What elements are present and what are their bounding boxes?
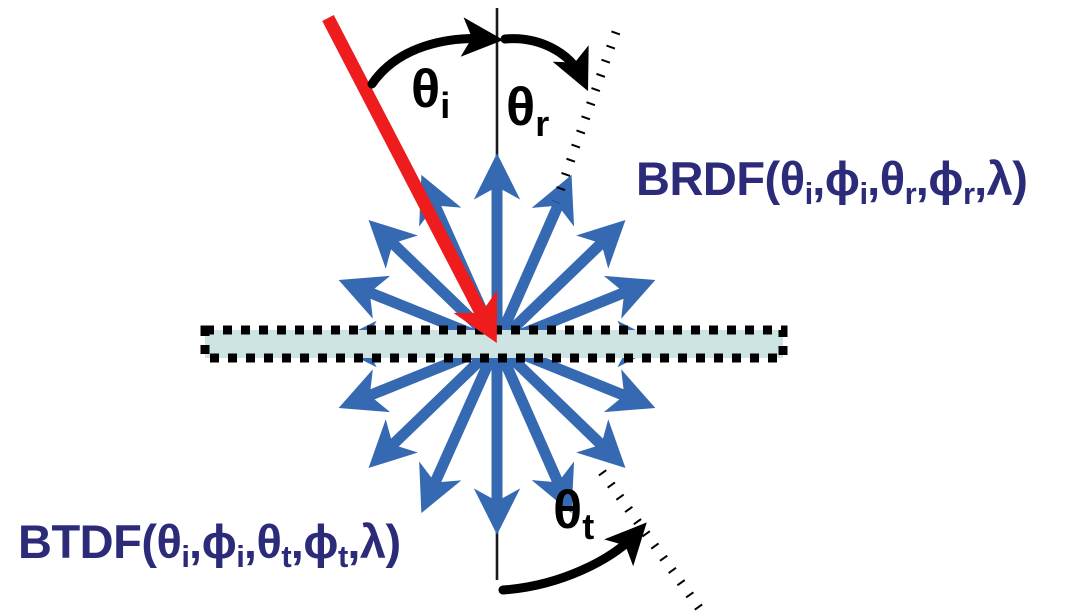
theta-r-label: θr bbox=[506, 77, 549, 142]
btdf-arg-phi-i: ϕi, bbox=[201, 515, 257, 574]
btdf-arg-theta-t: θt, bbox=[256, 515, 304, 574]
theta-t-label: θt bbox=[553, 480, 594, 545]
specular-reflection-dotted-line bbox=[551, 30, 621, 204]
surface-slab bbox=[200, 325, 788, 363]
scatter-arrow-transmitted bbox=[419, 341, 503, 514]
btdf-arg-theta-i: θi, bbox=[156, 515, 202, 574]
brdf-function-label: BRDF(θi,ϕi,θr,ϕr,λ) bbox=[636, 152, 1028, 211]
theta-t-subscript: t bbox=[582, 506, 595, 547]
theta-i-label: θi bbox=[411, 59, 450, 124]
scatter-arrow-transmitted bbox=[368, 340, 501, 468]
brdf-name: BRDF bbox=[636, 152, 765, 205]
btdf-name: BTDF bbox=[18, 515, 142, 568]
theta-r-subscript: r bbox=[535, 103, 550, 144]
btdf-open-paren: ( bbox=[141, 515, 157, 568]
scatter-arrow-transmitted bbox=[491, 341, 575, 514]
brdf-arg-phi-i: ϕi, bbox=[824, 152, 880, 211]
transmitted-scatter-arrows bbox=[330, 320, 664, 535]
incident-ray-arrow bbox=[322, 15, 498, 343]
brdf-arg-lambda: λ bbox=[986, 152, 1013, 205]
brdf-arg-theta-i: θi, bbox=[779, 152, 826, 211]
brdf-close-paren: ) bbox=[1012, 152, 1028, 205]
transmitted-direction-dotted-line bbox=[598, 469, 706, 614]
brdf-arg-theta-r: θr, bbox=[879, 152, 929, 211]
theta-i-subscript: i bbox=[440, 85, 451, 126]
reflected-scatter-arrows bbox=[330, 153, 664, 368]
scatter-arrow-reflected bbox=[491, 174, 575, 347]
btdf-close-paren: ) bbox=[385, 515, 402, 568]
theta-i-arc-arrow bbox=[367, 17, 504, 89]
brdf-open-paren: ( bbox=[764, 152, 781, 205]
theta-i-symbol: θ bbox=[411, 59, 441, 119]
theta-t-arc-arrow bbox=[498, 522, 647, 595]
brdf-arg-phi-r: ϕr, bbox=[928, 152, 987, 211]
btdf-arg-phi-t: ϕt, bbox=[303, 515, 360, 574]
theta-r-arc-arrow bbox=[500, 34, 589, 92]
btdf-arg-lambda: λ bbox=[359, 515, 386, 568]
btdf-function-label: BTDF(θi,ϕi,θt,ϕt,λ) bbox=[18, 515, 402, 574]
theta-t-symbol: θ bbox=[553, 480, 583, 540]
theta-r-symbol: θ bbox=[506, 77, 536, 137]
